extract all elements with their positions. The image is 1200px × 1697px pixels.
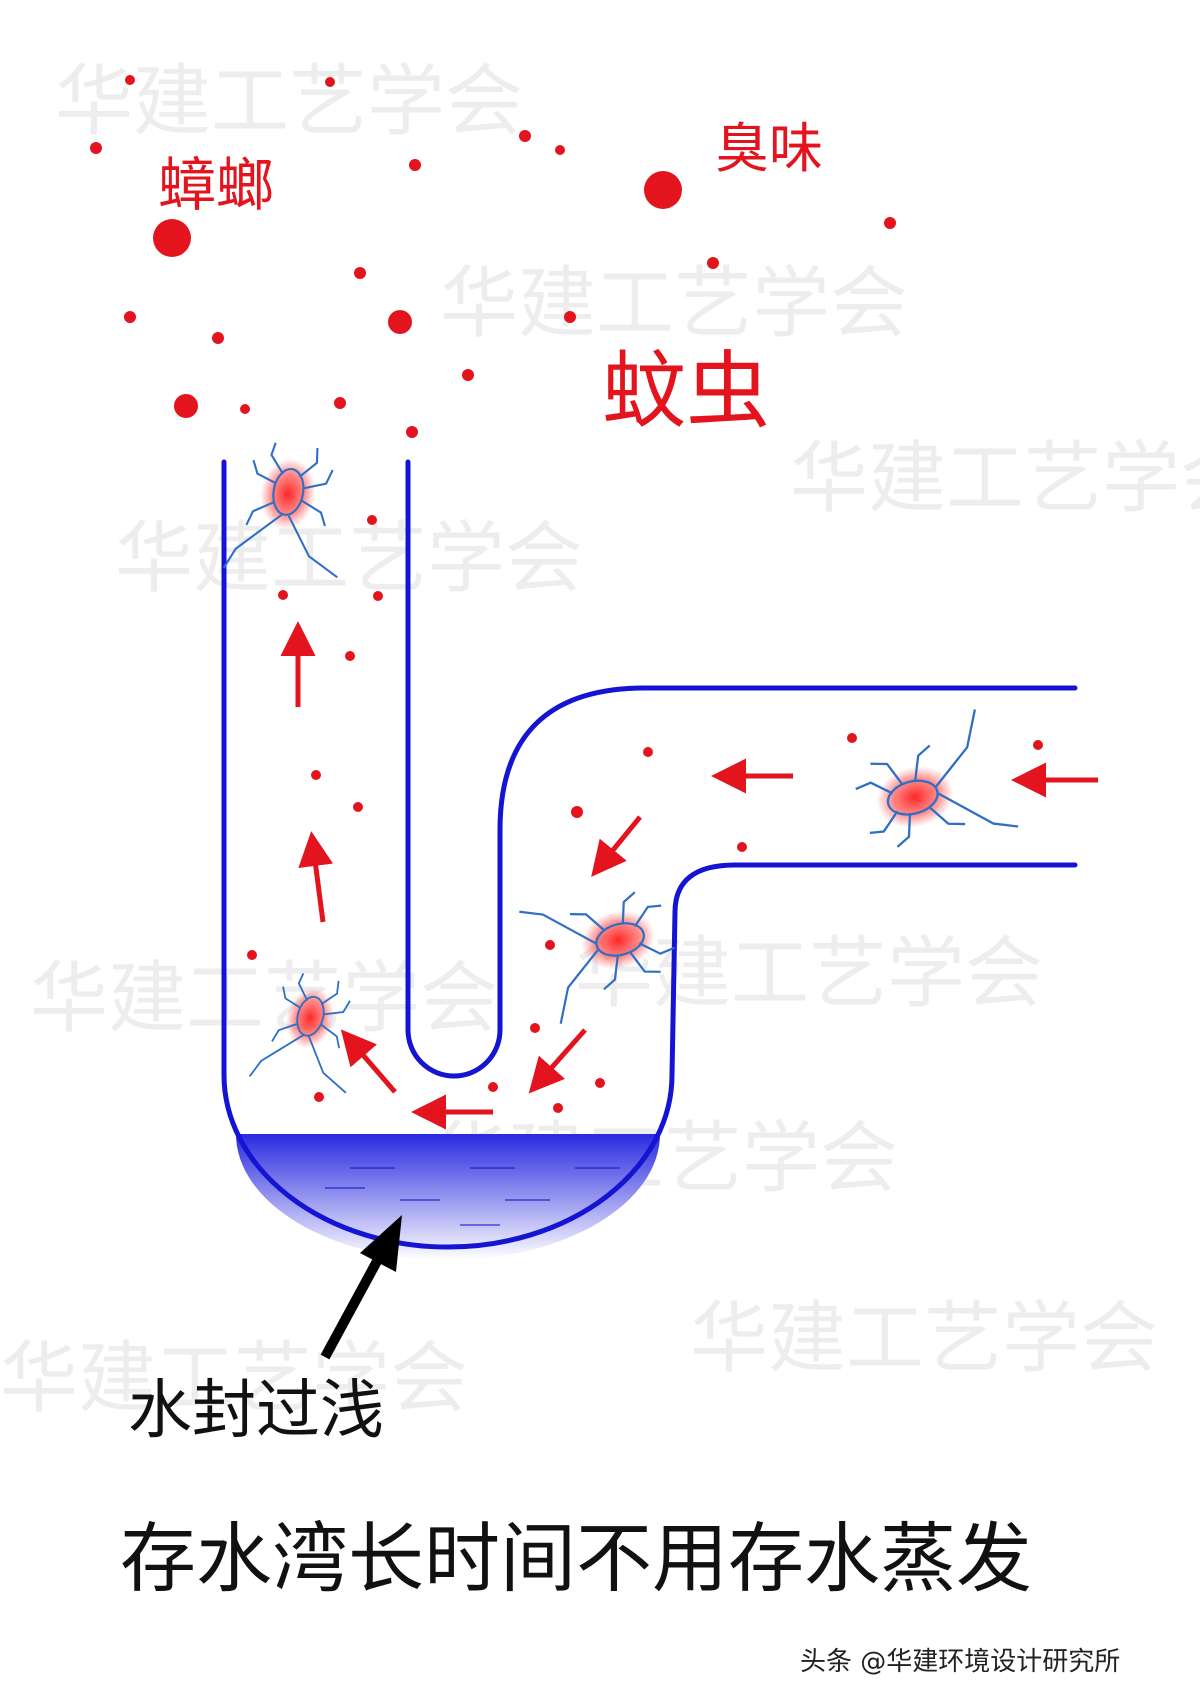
source-credit: 头条 @华建环境设计研究所 (800, 1647, 1120, 1677)
water-ripples (325, 1167, 620, 1226)
watermark: 华建工艺学会 (55, 57, 523, 147)
trap-water (236, 1134, 660, 1260)
airflow-arrows (280, 621, 1098, 1130)
label-odor: 臭味 (715, 117, 823, 180)
watermark: 华建工艺学会 (440, 259, 908, 349)
pipe-inner-wall (405, 459, 1078, 1079)
watermark: 华建工艺学会 (0, 1334, 468, 1424)
watermark: 华建工艺学会 (690, 1294, 1158, 1384)
diagram-caption: 存水湾长时间不用存水蒸发 (120, 1514, 1032, 1603)
p-trap-pipe (221, 459, 1078, 1250)
label-mosquito: 蚊虫 (602, 342, 770, 440)
label-cockroach: 蟑螂 (158, 151, 274, 219)
odor-particles (90, 75, 1043, 1113)
pointer-arrow (320, 1215, 402, 1360)
cockroach-icon (842, 705, 1020, 866)
watermarks: 华建工艺学会 华建工艺学会 华建工艺学会 华建工艺学会 华建工艺学会 华建工艺学… (0, 57, 1200, 1424)
label-shallow-water-seal: 水封过浅 (128, 1374, 384, 1448)
watermark: 华建工艺学会 (790, 434, 1200, 524)
pipe-outer-wall (221, 459, 1078, 1250)
watermark: 华建工艺学会 (115, 514, 583, 604)
watermark: 华建工艺学会 (30, 954, 498, 1044)
